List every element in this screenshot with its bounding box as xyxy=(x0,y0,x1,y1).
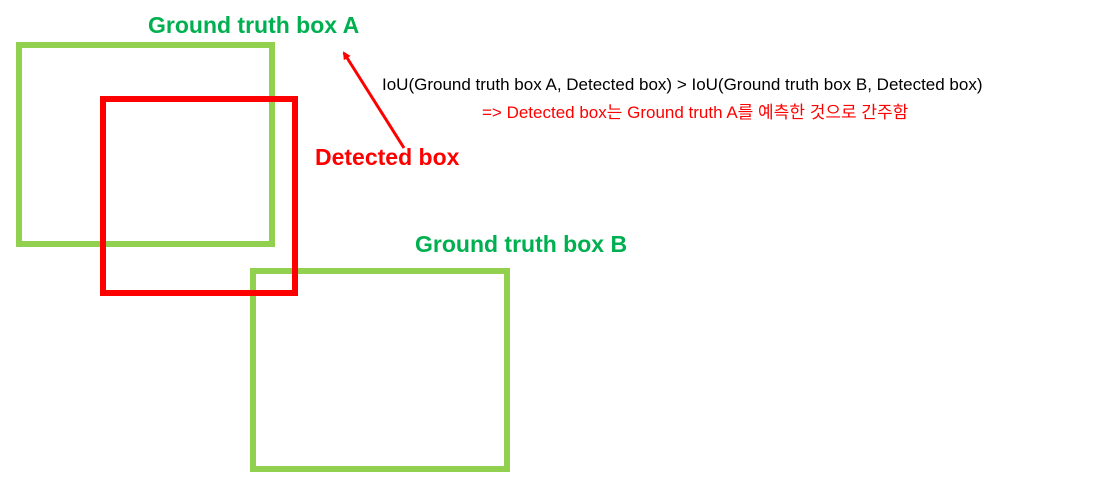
label-ground-truth-box-a: Ground truth box A xyxy=(148,12,360,38)
ground-truth-box-b xyxy=(250,268,510,472)
conclusion-text: => Detected box는 Ground truth A를 예측한 것으로… xyxy=(482,103,909,122)
label-ground-truth-box-b: Ground truth box B xyxy=(415,231,628,257)
arrow-icon xyxy=(342,51,406,149)
iou-comparison-text: IoU(Ground truth box A, Detected box) > … xyxy=(382,75,983,94)
ground-truth-box-a xyxy=(16,42,275,247)
detected-box xyxy=(100,96,298,296)
label-detected-box: Detected box xyxy=(315,144,460,170)
